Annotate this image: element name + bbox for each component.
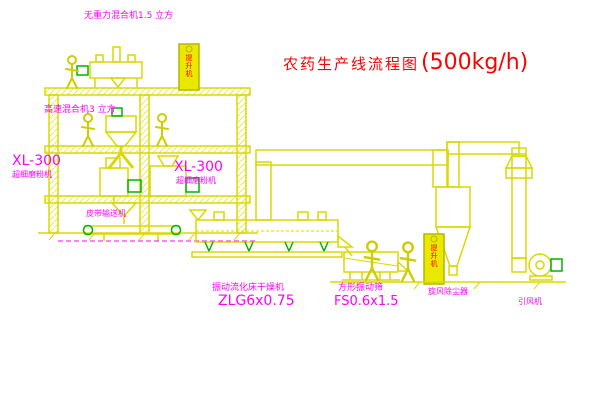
discharge-hopper bbox=[110, 202, 138, 224]
worker-figure bbox=[65, 55, 79, 89]
worker-figure bbox=[81, 113, 95, 147]
ground-line-right bbox=[330, 281, 566, 290]
label-no-gravity-mixer: 无重力混合机1.5 立方 bbox=[84, 11, 174, 21]
label-mill-mid-model: XL-300 bbox=[174, 159, 223, 175]
label-dryer-name: 振动流化床干燥机 bbox=[212, 283, 285, 293]
label-fan: 引风机 bbox=[518, 297, 542, 306]
building-structure bbox=[38, 87, 258, 241]
mill-mid bbox=[149, 155, 200, 197]
worker-figure bbox=[155, 113, 169, 147]
label-cyclone: 旋风除尘器 bbox=[428, 287, 468, 296]
worker-figure bbox=[363, 240, 381, 282]
label-screen-model: FS0.6x1.5 bbox=[334, 294, 399, 309]
bucket-elevator-top bbox=[178, 43, 200, 91]
label-mill-left-model: XL-300 bbox=[12, 153, 61, 169]
fluid-bed-dryer bbox=[188, 209, 355, 258]
exhaust-duct bbox=[255, 149, 449, 221]
exhaust-stack bbox=[504, 147, 534, 259]
title-main: 农药生产线流程图 bbox=[283, 55, 420, 73]
label-belt-conveyor: 皮带输送机 bbox=[86, 209, 126, 218]
label-screen-name: 方形振动筛 bbox=[338, 283, 384, 293]
label-mill-left-name: 超细磨粉机 bbox=[12, 170, 52, 179]
label-elevator-right: 提升机 bbox=[430, 244, 438, 268]
label-elevator-top: 提升机 bbox=[185, 54, 193, 78]
cyclone-dust-collector bbox=[434, 141, 520, 276]
label-mill-mid-name: 超细磨粉机 bbox=[176, 176, 216, 185]
title-capacity: (500kg/h) bbox=[421, 50, 529, 75]
diagram-title: 农药生产线流程图 (500kg/h) bbox=[283, 50, 528, 75]
bucket-elevator-right bbox=[423, 233, 445, 285]
no-gravity-mixer bbox=[76, 46, 143, 89]
belt-conveyor bbox=[82, 224, 182, 241]
label-dryer-model: ZLG6x0.75 bbox=[218, 293, 295, 309]
induced-draft-fan bbox=[511, 253, 563, 281]
label-high-speed-mixer: 高速混合机3 立方 bbox=[44, 105, 116, 115]
high-speed-mixer bbox=[104, 107, 138, 169]
worker-figure bbox=[399, 241, 417, 283]
mill-left bbox=[99, 157, 142, 203]
